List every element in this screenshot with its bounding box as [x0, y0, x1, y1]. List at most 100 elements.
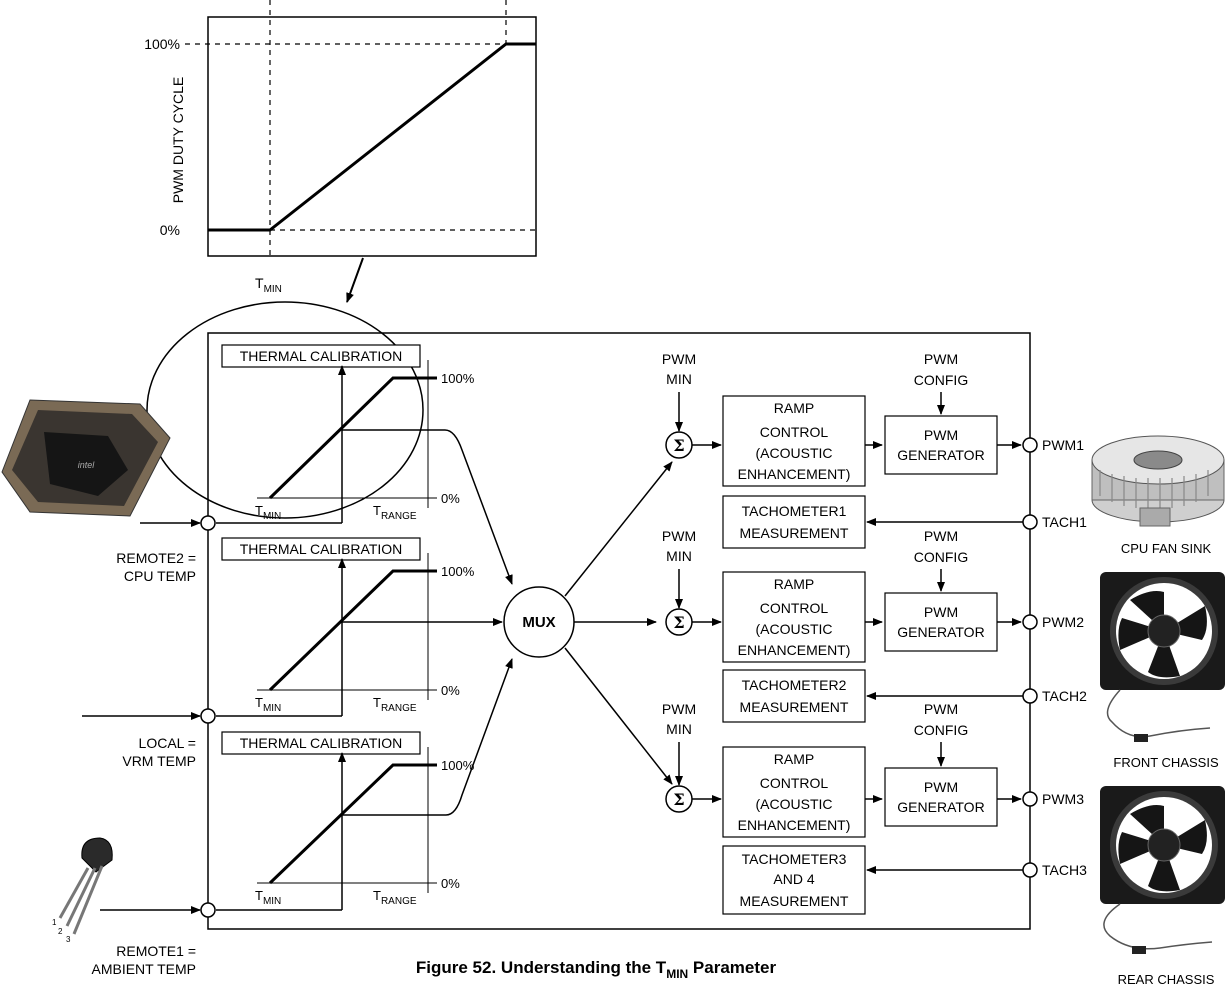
thermistor-icon: 1 2 3: [52, 837, 113, 944]
tach-output-label: TACH2: [1042, 688, 1087, 704]
ramp-line4: ENHANCEMENT): [738, 466, 851, 482]
zoom-arrow: [346, 257, 364, 303]
input-pin: [200, 515, 216, 531]
rear-chassis-label: REAR CHASSIS: [1118, 972, 1215, 987]
pwm-config-line1: PWM: [924, 528, 958, 544]
pwm-config-line1: PWM: [924, 351, 958, 367]
tach-output-label: TACH3: [1042, 862, 1087, 878]
calibration-title: THERMAL CALIBRATION: [240, 348, 403, 364]
svg-text:2: 2: [58, 927, 63, 936]
input-remote2: REMOTE2 = CPU TEMP: [116, 515, 342, 584]
calibration-title-box: [221, 344, 421, 368]
ramp-line3: (ACOUSTIC: [756, 621, 833, 637]
input-label-line1: REMOTE2 =: [116, 550, 196, 566]
tach-output-label: TACH1: [1042, 514, 1087, 530]
tach-pin: [1022, 862, 1038, 878]
sum-symbol: Σ: [673, 790, 684, 809]
input-label-line2: AMBIENT TEMP: [91, 961, 196, 977]
mux-label: MUX: [522, 614, 555, 631]
pwm-pin: [1022, 614, 1038, 630]
input-label-line2: CPU TEMP: [124, 568, 196, 584]
pwm-duty-cycle-graph: 100% 0% PWM DUTY CYCLE TMIN: [144, 0, 537, 303]
pwm-min-line2: MIN: [666, 548, 692, 564]
input-pin: [200, 708, 216, 724]
tachometer-box: [722, 845, 866, 915]
cal1-to-mux: [342, 429, 513, 585]
gen-line2: GENERATOR: [897, 447, 984, 463]
pwm-min-line1: PWM: [662, 528, 696, 544]
pwm-generator-box: [884, 592, 998, 652]
y-axis-label: PWM DUTY CYCLE: [170, 77, 186, 204]
ramp-line2: CONTROL: [760, 424, 829, 440]
pwm-pin: [1022, 791, 1038, 807]
ramp-line1: RAMP: [774, 751, 814, 767]
tach-pin: [1022, 688, 1038, 704]
pwm-min-line1: PWM: [662, 701, 696, 717]
ramp-line4: ENHANCEMENT): [738, 817, 851, 833]
tach-line2: MEASUREMENT: [740, 699, 849, 715]
calibration-title-box: [221, 537, 421, 561]
calibration-100: 100%: [441, 564, 475, 579]
calibration-0: 0%: [441, 491, 460, 506]
pwm-output-label: PWM2: [1042, 614, 1084, 630]
ramp-line2: CONTROL: [760, 600, 829, 616]
calibration-tmin: TMIN: [255, 888, 281, 907]
pwm-min-line1: PWM: [662, 351, 696, 367]
input-pin: [200, 902, 216, 918]
pwm-generator-box: [884, 767, 998, 827]
tach-line1: TACHOMETER2: [742, 677, 847, 693]
channel-2: PWM MIN Σ RAMP CONTROL (ACOUSTIC ENHANCE…: [662, 528, 1087, 723]
svg-text:1: 1: [52, 918, 57, 927]
pwm-min-line2: MIN: [666, 721, 692, 737]
cpu-fan-label: CPU FAN SINK: [1121, 541, 1212, 556]
tach-pin: [1022, 514, 1038, 530]
tach-line3: MEASUREMENT: [740, 893, 849, 909]
calibration-tmin: TMIN: [255, 503, 281, 522]
gen-line1: PWM: [924, 427, 958, 443]
ramp-line2: CONTROL: [760, 775, 829, 791]
input-label-line1: REMOTE1 =: [116, 943, 196, 959]
front-chassis-label: FRONT CHASSIS: [1113, 755, 1219, 770]
calibration-title: THERMAL CALIBRATION: [240, 735, 403, 751]
tach-line2: AND 4: [773, 871, 814, 887]
duty-cycle-curve: [208, 42, 536, 232]
front-chassis-fan-icon: [1100, 572, 1225, 742]
tachometer-box: [722, 495, 866, 549]
pwm-min-line2: MIN: [666, 371, 692, 387]
input-label-line2: VRM TEMP: [122, 753, 196, 769]
ramp-line1: RAMP: [774, 400, 814, 416]
pwm-config-line2: CONFIG: [914, 722, 968, 738]
calibration-title-box: [221, 731, 421, 755]
graph-frame: [207, 16, 537, 257]
tick-0: 0%: [160, 222, 180, 238]
ramp-control-box: [722, 746, 866, 838]
calibration-tmin: TMIN: [255, 695, 281, 714]
gen-line1: PWM: [924, 604, 958, 620]
calibration-curve: [268, 376, 437, 500]
calibration-curve: [268, 763, 437, 885]
cpu-fan-sink-icon: [1091, 435, 1225, 527]
tmin-label: TMIN: [255, 275, 282, 295]
calibration-trange: TRANGE: [373, 695, 417, 714]
pwm-config-line2: CONFIG: [914, 549, 968, 565]
ramp-line3: (ACOUSTIC: [756, 445, 833, 461]
svg-text:3: 3: [66, 935, 71, 944]
calibration-curve: [268, 569, 437, 692]
tach-line1: TACHOMETER3: [742, 851, 847, 867]
pwm-output-label: PWM3: [1042, 791, 1084, 807]
sum-symbol: Σ: [673, 613, 684, 632]
rear-chassis-fan-icon: [1100, 786, 1225, 954]
pwm-output-label: PWM1: [1042, 437, 1084, 453]
ramp-line4: ENHANCEMENT): [738, 642, 851, 658]
thermal-calibration-2: THERMAL CALIBRATION 100% 0% TMIN TRANGE: [221, 537, 475, 716]
mux-to-sum3: [564, 647, 673, 785]
input-label-line1: LOCAL =: [139, 735, 196, 751]
input-remote1: REMOTE1 = AMBIENT TEMP: [91, 902, 342, 977]
gen-line2: GENERATOR: [897, 624, 984, 640]
calibration-title: THERMAL CALIBRATION: [240, 541, 403, 557]
tach-line2: MEASUREMENT: [740, 525, 849, 541]
svg-text:intel: intel: [78, 460, 96, 470]
pwm-config-line2: CONFIG: [914, 372, 968, 388]
tick-100: 100%: [144, 36, 180, 52]
